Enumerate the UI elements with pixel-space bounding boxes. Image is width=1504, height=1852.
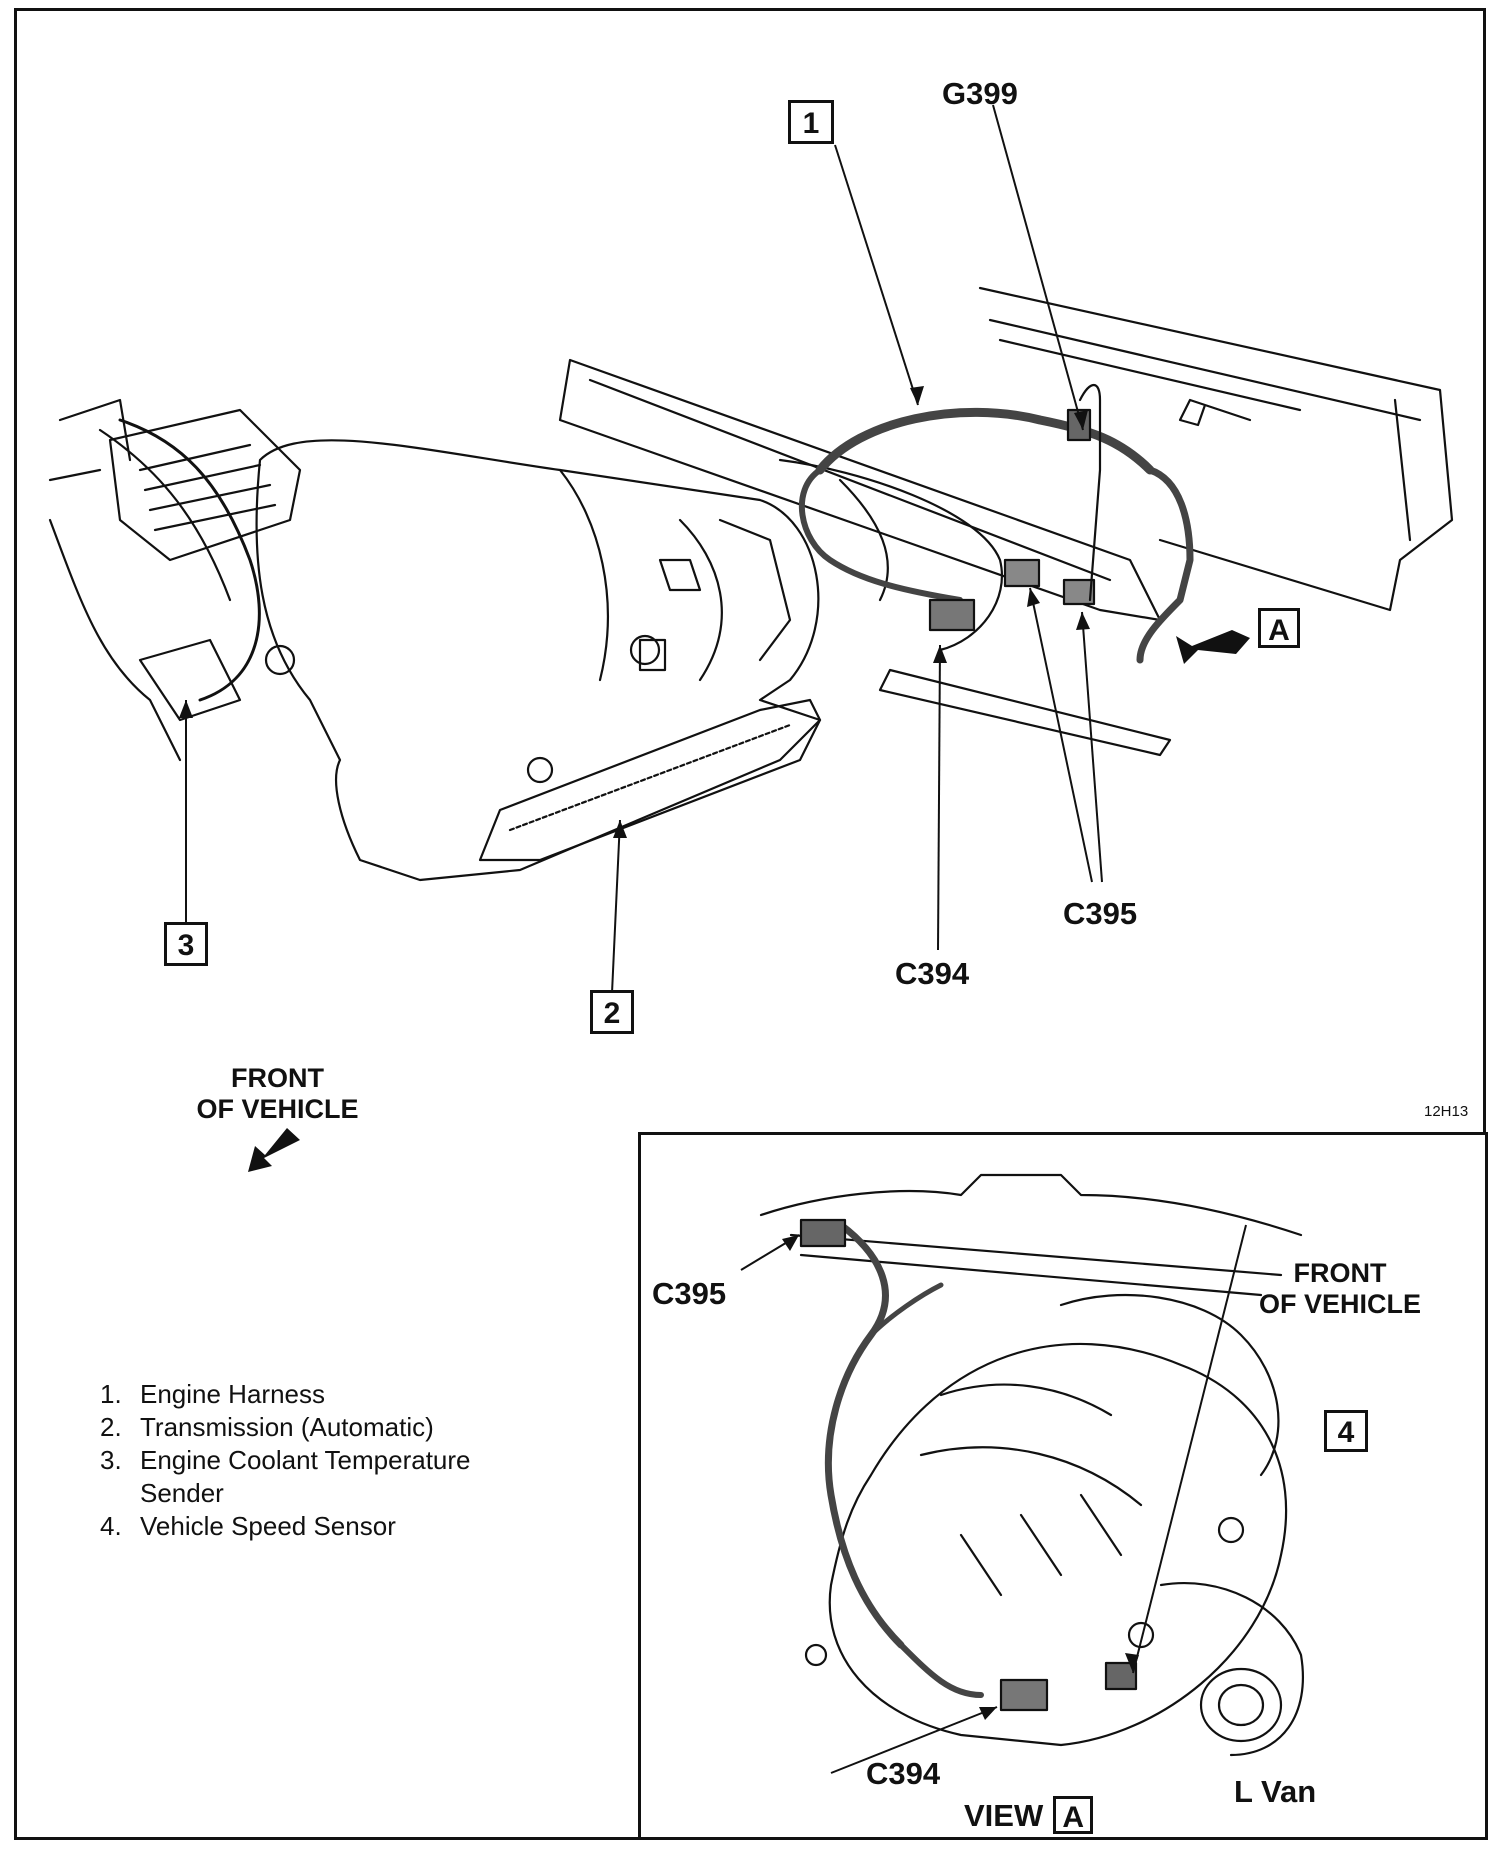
- front-of-vehicle-label: FRONT OF VEHICLE: [190, 1063, 365, 1125]
- front-label-line2: OF VEHICLE: [196, 1094, 359, 1125]
- view-front-label-line1: FRONT: [1293, 1258, 1387, 1288]
- view-c394-label: C394: [866, 1756, 941, 1791]
- view-word: VIEW: [964, 1797, 1044, 1833]
- frame-rail: [978, 286, 1454, 612]
- transmission-body: [255, 439, 822, 882]
- callout-3: 3: [164, 922, 208, 966]
- view-harness: [824, 1221, 905, 1649]
- legend-number: 2.: [100, 1412, 122, 1442]
- c395-connector-a: [1003, 558, 1041, 588]
- view-a-inset: [638, 1132, 1488, 1840]
- view-a-arrow: [1176, 630, 1250, 664]
- underbody-panel: [759, 1173, 1303, 1237]
- callout-1: 1: [788, 100, 834, 144]
- legend-item: 1. Engine Harness: [100, 1378, 471, 1411]
- engine-harness: [815, 407, 1155, 475]
- legend-text: Engine Harness: [140, 1379, 325, 1409]
- front-label-line1: FRONT: [231, 1063, 324, 1093]
- legend-text: Transmission (Automatic): [140, 1412, 434, 1442]
- c394-connector: [928, 598, 976, 632]
- crossmember: [558, 358, 1162, 622]
- transfer-case-body: [828, 1342, 1288, 1747]
- legend-text: Engine Coolant Temperature: [140, 1445, 471, 1475]
- legend-text: Vehicle Speed Sensor: [140, 1511, 396, 1541]
- view-a-reference-box: A: [1258, 608, 1300, 648]
- l-van-label: L Van: [1234, 1774, 1317, 1809]
- output-shaft: [1159, 1582, 1304, 1757]
- legend-number: 1.: [100, 1379, 122, 1409]
- view-c395-label: C395: [652, 1276, 727, 1311]
- legend-item: 4. Vehicle Speed Sensor: [100, 1510, 471, 1543]
- view-a-caption: VIEW A: [964, 1796, 1094, 1834]
- callout-4: 4: [1324, 1410, 1368, 1452]
- callout-2: 2: [590, 990, 634, 1034]
- view-front-of-vehicle-label: FRONT OF VEHICLE: [1250, 1258, 1430, 1320]
- view-letter-box: A: [1053, 1796, 1094, 1834]
- engine-oil-pan: [108, 408, 302, 562]
- g399-ground-wire: [1078, 383, 1102, 602]
- legend-number: 4.: [100, 1511, 122, 1541]
- view-front-label-line2: OF VEHICLE: [1258, 1289, 1421, 1320]
- c394-label: C394: [895, 956, 970, 991]
- legend: 1. Engine Harness 2. Transmission (Autom…: [100, 1378, 471, 1543]
- g399-label: G399: [942, 76, 1018, 111]
- legend-item: 2. Transmission (Automatic): [100, 1411, 471, 1444]
- view-c395-connector: [799, 1218, 847, 1248]
- legend-text-continued: Sender: [140, 1478, 224, 1508]
- legend-number: 3.: [100, 1445, 122, 1475]
- figure-code: 12H13: [1424, 1103, 1469, 1120]
- view-a-drawing: [740, 1173, 1304, 1774]
- view-c394-connector: [999, 1678, 1049, 1712]
- front-of-vehicle-arrow: [248, 1128, 300, 1172]
- c395-label: C395: [1063, 896, 1138, 931]
- legend-item: 3. Engine Coolant Temperature: [100, 1444, 471, 1477]
- transmission-pan: [478, 698, 822, 862]
